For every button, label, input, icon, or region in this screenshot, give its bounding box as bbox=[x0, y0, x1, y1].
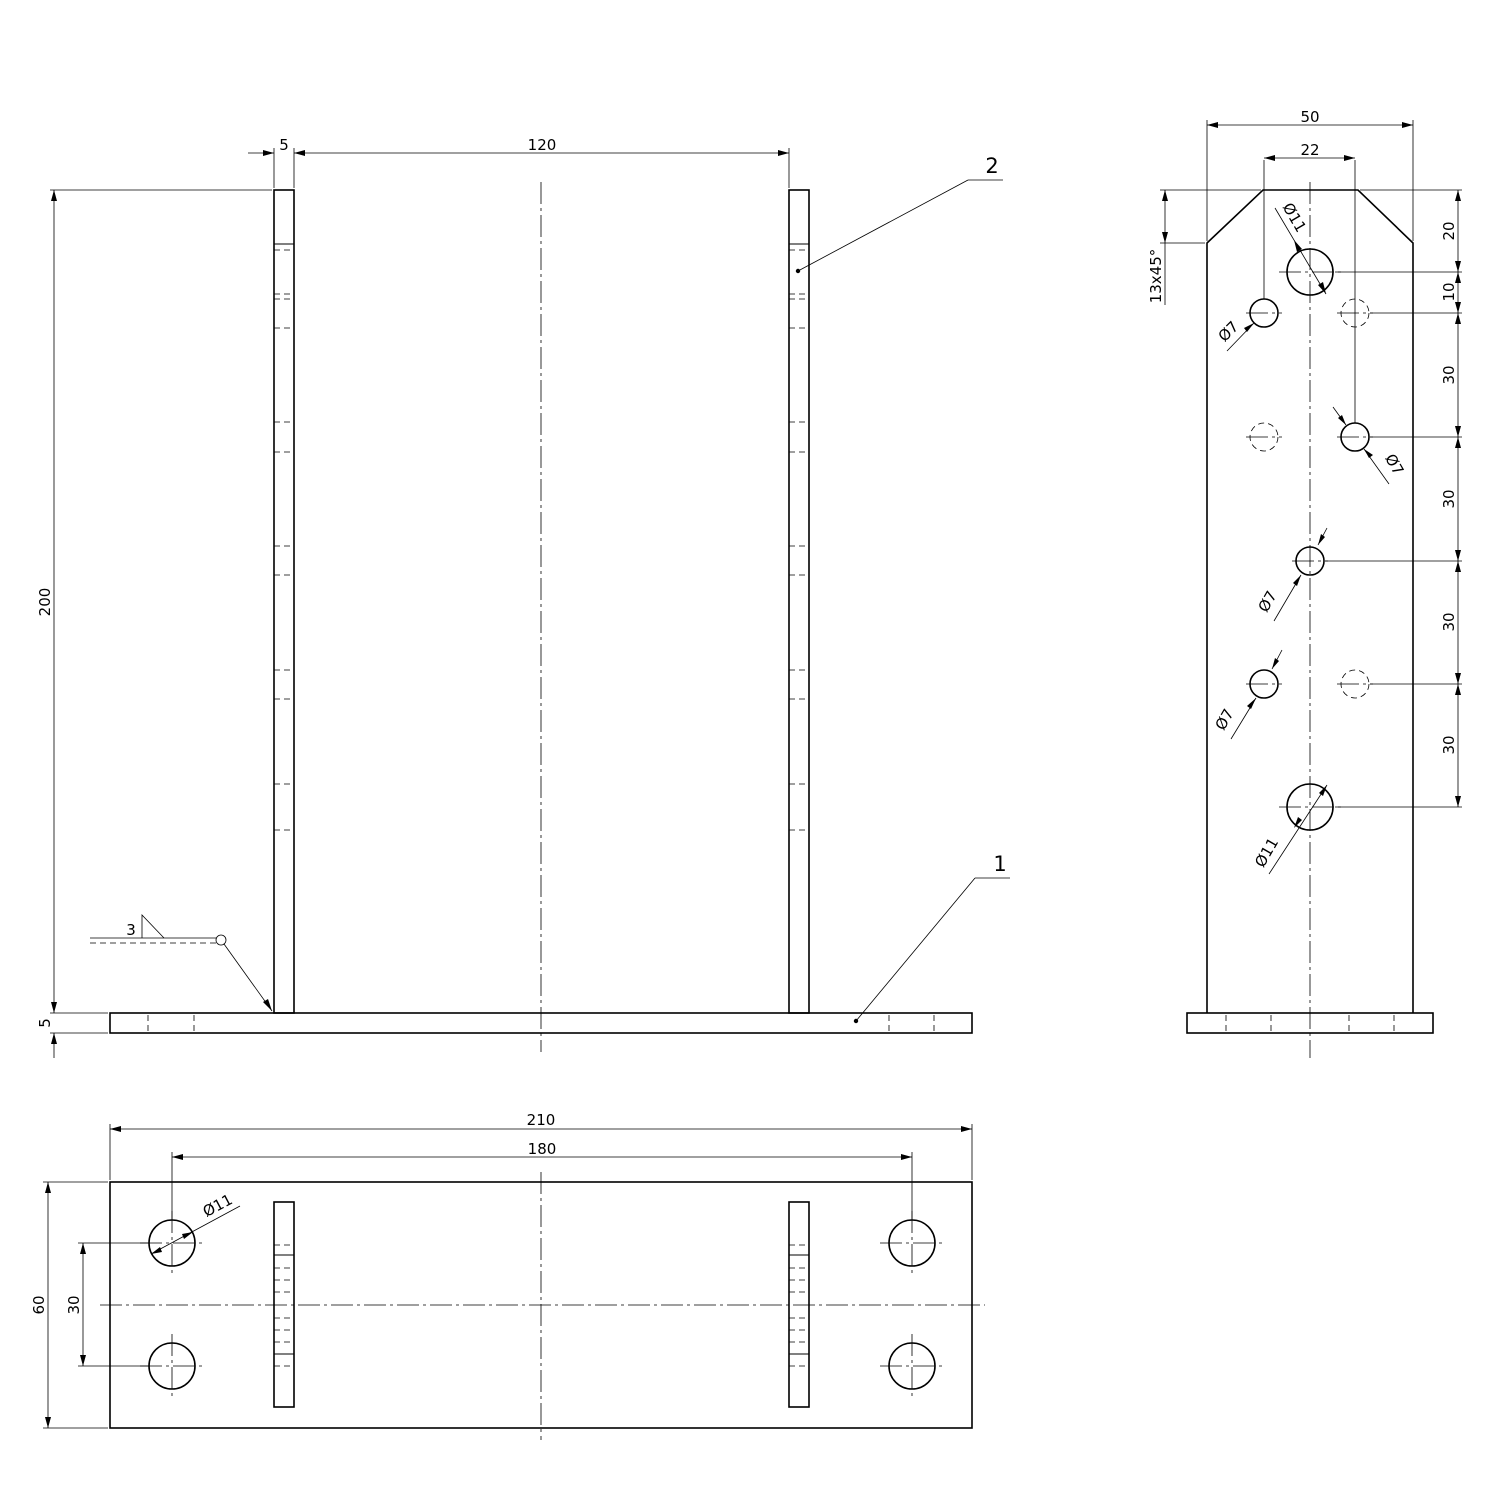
dim-chamfer-label: 13x45° bbox=[1147, 249, 1165, 304]
dim-base: 5 bbox=[36, 1012, 108, 1058]
pitch-label-4: 30 bbox=[1440, 489, 1458, 508]
callout-hole-large-bottom-label: Ø11 bbox=[1251, 835, 1282, 871]
dim-spacing: 120 bbox=[294, 136, 790, 188]
callout-hole-small-3: Ø7 bbox=[1255, 527, 1328, 622]
side-base-hidden bbox=[1225, 1015, 1395, 1032]
plan-right-upright bbox=[788, 1201, 810, 1408]
dim-thickness: 5 bbox=[248, 136, 305, 188]
plan-upright-hidden bbox=[274, 1244, 809, 1367]
pitch-label-5: 30 bbox=[1440, 612, 1458, 631]
dim-chamfer: 13x45° bbox=[1147, 189, 1261, 305]
callout-plan-hole: Ø11 bbox=[150, 1190, 241, 1255]
dim-plan-length: 210 bbox=[109, 1111, 973, 1180]
dim-spacing-label: 120 bbox=[528, 136, 557, 154]
base-hidden-holes bbox=[147, 1015, 935, 1032]
dim-plan-row-spacing-label: 30 bbox=[65, 1295, 83, 1314]
callout-hole-large-top-label: Ø11 bbox=[1279, 200, 1310, 236]
plan-hole-centerlines bbox=[140, 1211, 944, 1398]
dim-plan-width: 60 bbox=[30, 1181, 108, 1429]
hole-centerlines bbox=[1246, 160, 1373, 808]
dim-plan-length-label: 210 bbox=[527, 1111, 556, 1129]
dim-side-top: 22 bbox=[1264, 141, 1355, 161]
dim-pitches: 20 10 30 30 30 30 bbox=[1325, 189, 1462, 808]
plan-left-upright bbox=[273, 1201, 295, 1408]
right-upright-plate bbox=[788, 189, 810, 1014]
weld-size-label: 3 bbox=[126, 921, 136, 939]
callout-hole-small-3-label: Ø7 bbox=[1255, 588, 1281, 615]
dim-plan-hole-spacing: 180 bbox=[171, 1140, 913, 1220]
front-view: 5 120 200 5 bbox=[36, 136, 1010, 1058]
part-number-1: 1 bbox=[993, 852, 1006, 876]
callout-hole-small-2-label: Ø7 bbox=[1381, 451, 1407, 478]
callout-plan-hole-label: Ø11 bbox=[200, 1190, 236, 1220]
pitch-label-1: 20 bbox=[1440, 221, 1458, 240]
dim-height: 200 bbox=[36, 189, 272, 1013]
callout-hole-small-1-label: Ø7 bbox=[1215, 318, 1243, 346]
side-view: 50 22 13x45° bbox=[1147, 108, 1462, 1058]
dim-plan-width-label: 60 bbox=[30, 1295, 48, 1314]
dim-side-top-label: 22 bbox=[1300, 141, 1319, 159]
callout-hole-small-1: Ø7 bbox=[1215, 318, 1255, 352]
dim-plan-hole-spacing-label: 180 bbox=[528, 1140, 557, 1158]
dim-height-label: 200 bbox=[36, 588, 54, 617]
pitch-label-2: 10 bbox=[1440, 282, 1458, 301]
callout-hole-large-top: Ø11 bbox=[1274, 200, 1327, 295]
dim-base-label: 5 bbox=[36, 1018, 54, 1028]
side-plate-outline bbox=[1206, 189, 1414, 1013]
dim-side-width: 50 bbox=[1206, 108, 1414, 241]
callout-hole-small-4-label: Ø7 bbox=[1212, 706, 1238, 733]
plan-view: 210 180 60 30 bbox=[30, 1111, 985, 1440]
weld-symbol: 3 bbox=[90, 914, 273, 1012]
part-callout-1: 1 bbox=[853, 852, 1010, 1024]
dim-thickness-label: 5 bbox=[279, 136, 289, 154]
part-callout-2: 2 bbox=[795, 154, 1003, 274]
pitch-label-3: 30 bbox=[1440, 365, 1458, 384]
left-upright-plate bbox=[273, 189, 295, 1014]
pitch-label-6: 30 bbox=[1440, 735, 1458, 754]
part-number-2: 2 bbox=[985, 154, 998, 178]
upright-hidden-holes bbox=[274, 249, 809, 831]
dim-side-width-label: 50 bbox=[1300, 108, 1319, 126]
dim-plan-row-spacing: 30 bbox=[65, 1242, 150, 1367]
callout-hole-small-4: Ø7 bbox=[1212, 649, 1283, 740]
